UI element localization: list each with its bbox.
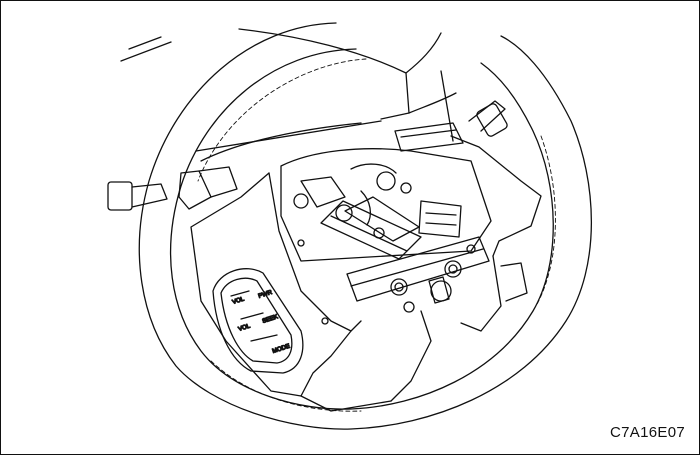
right-stalk — [395, 101, 509, 151]
puller-tool — [321, 197, 489, 312]
wheel-rim — [139, 23, 591, 429]
motion-lines — [121, 37, 171, 61]
wheel-spokes — [191, 136, 541, 411]
pwr-label: PWR — [258, 290, 274, 300]
seek-label: SEEK — [262, 314, 279, 325]
audio-switch-panel: VOL PWR VOL SEEK MODE — [213, 269, 303, 373]
vol-up-label: VOL — [232, 296, 246, 306]
dashboard-lines — [196, 29, 456, 161]
figure-code: C7A16E07 — [610, 424, 685, 441]
vol-down-label: VOL — [238, 323, 252, 333]
column-mechanism — [281, 149, 491, 324]
left-stalk — [108, 167, 237, 210]
mode-label: MODE — [272, 344, 291, 355]
